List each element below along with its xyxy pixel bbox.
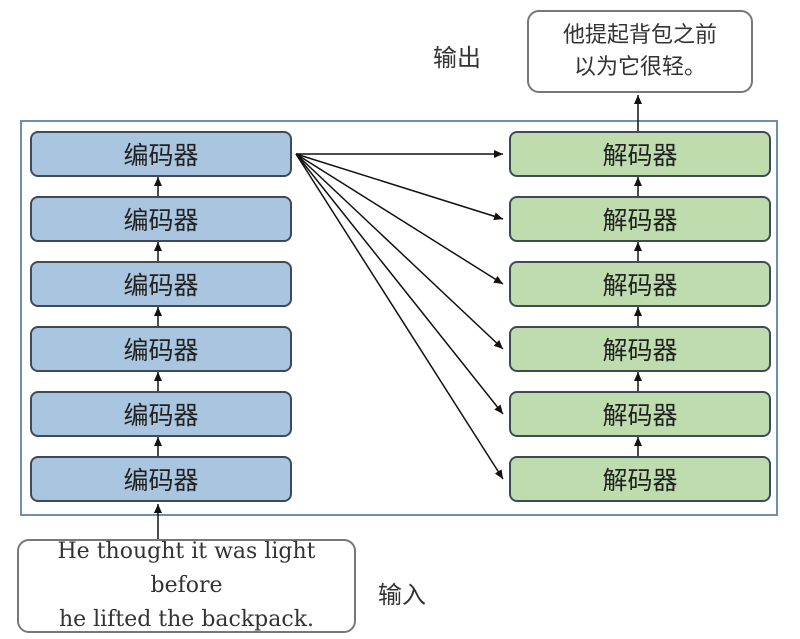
- decoder-label: 解码器: [602, 206, 678, 235]
- encoder-block: 编码器: [30, 261, 292, 307]
- output-line-2: 以为它很轻。: [573, 54, 706, 80]
- model-frame: [20, 120, 778, 516]
- output-label: 输出: [433, 44, 481, 72]
- arrow-encoder-to-decoder-3: [295, 153, 504, 350]
- encoder-label: 编码器: [123, 206, 199, 235]
- arrow-encoder-to-decoder-1: [295, 153, 504, 221]
- output-text-box: 他提起背包之前 以为它很轻。: [527, 10, 753, 93]
- arrow-encoder-to-decoder-5: [295, 153, 504, 480]
- decoder-label: 解码器: [602, 141, 678, 170]
- decoder-block: 解码器: [509, 456, 771, 502]
- decoder-label: 解码器: [602, 466, 678, 495]
- decoder-label: 解码器: [602, 271, 678, 300]
- encoder-label: 编码器: [123, 336, 199, 365]
- encoder-block: 编码器: [30, 326, 292, 372]
- decoder-label: 解码器: [602, 336, 678, 365]
- decoder-block: 解码器: [509, 261, 771, 307]
- encoder-label: 编码器: [123, 401, 199, 430]
- encoder-block: 编码器: [30, 196, 292, 242]
- input-text-box: He thought it was light before he lifted…: [17, 539, 356, 633]
- arrow-encoder-to-decoder-2: [295, 153, 504, 285]
- encoder-block: 编码器: [30, 391, 292, 437]
- encoder-label: 编码器: [123, 141, 199, 170]
- encoder-label: 编码器: [123, 466, 199, 495]
- decoder-block: 解码器: [509, 196, 771, 242]
- input-line-2: he lifted the backpack.: [58, 607, 315, 632]
- output-line-1: 他提起背包之前: [562, 22, 717, 48]
- decoder-label: 解码器: [602, 401, 678, 430]
- input-label: 输入: [378, 581, 426, 609]
- encoder-block: 编码器: [30, 131, 292, 177]
- input-line-1: He thought it was light before: [57, 539, 316, 598]
- encoder-label: 编码器: [123, 271, 199, 300]
- decoder-block: 解码器: [509, 131, 771, 177]
- arrow-encoder-to-decoder-4: [295, 153, 504, 415]
- decoder-block: 解码器: [509, 326, 771, 372]
- encoder-block: 编码器: [30, 456, 292, 502]
- decoder-block: 解码器: [509, 391, 771, 437]
